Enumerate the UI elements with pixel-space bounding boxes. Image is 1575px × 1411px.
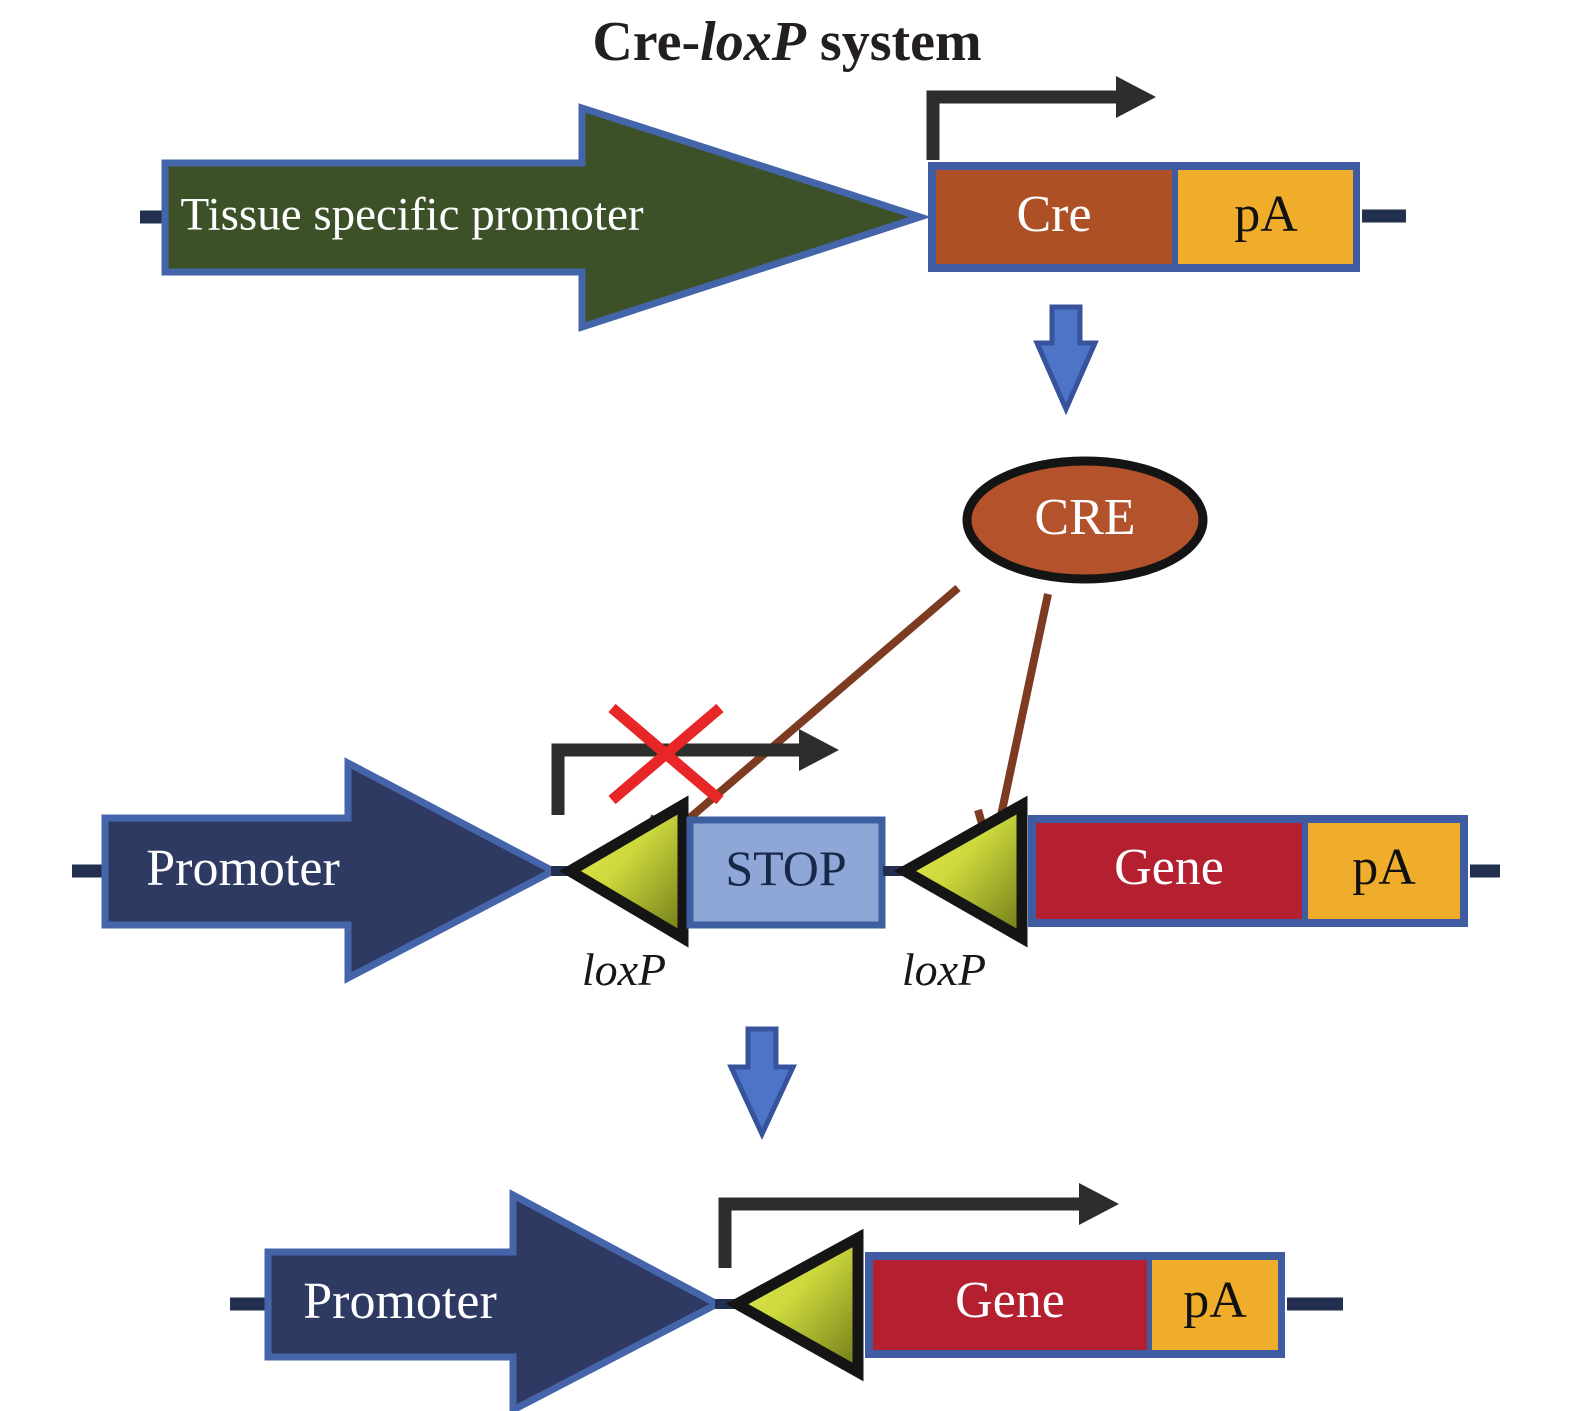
promoter-arrow-recombined — [264, 1189, 725, 1411]
stop-cassette-box — [686, 816, 886, 929]
cre-polya-box — [1178, 170, 1353, 264]
tissue-specific-promoter-arrow — [161, 103, 932, 332]
cre-protein-ellipse — [962, 456, 1208, 584]
cre-gene-box — [936, 170, 1172, 264]
polya-label-recombined: pA — [1183, 1271, 1247, 1329]
blocked-x-stroke-2 — [608, 703, 724, 805]
title-part-cre: Cre- — [592, 10, 701, 73]
transcription-arrowhead-active — [1079, 1183, 1119, 1225]
polya-label-floxed: pA — [1352, 838, 1416, 896]
transcription-arrowhead-blocked — [799, 729, 839, 771]
transcription-arrowhead-top — [1116, 76, 1156, 118]
gene-label-floxed: Gene — [1114, 838, 1224, 896]
cre-polya-label: pA — [1234, 185, 1298, 243]
polya-box-recombined — [1152, 1260, 1278, 1350]
loxp-right-label: loxP — [901, 944, 987, 996]
title-part-loxp: loxP — [700, 10, 806, 73]
stop-label: STOP — [725, 840, 847, 896]
promoter-arrow-floxed — [101, 757, 561, 984]
loxp-left-label: loxP — [581, 944, 667, 996]
polya-box-floxed — [1308, 823, 1460, 919]
process-arrow-recombination — [727, 1026, 797, 1140]
gene-box-floxed — [1036, 823, 1302, 919]
transcription-arrow-active — [718, 1197, 1083, 1268]
transcription-arrow-top — [926, 90, 1120, 160]
cre-gene-label: Cre — [1016, 185, 1092, 243]
loxp-site-recombined-triangle — [725, 1228, 864, 1382]
cre-protein-label: CRE — [1034, 488, 1136, 546]
title-part-system: system — [805, 10, 982, 73]
diagram-title: Cre-loxP system — [592, 14, 981, 70]
transcription-arrow-blocked — [551, 743, 803, 815]
loxp-site-left-triangle — [559, 795, 689, 948]
gene-box-recombined — [873, 1260, 1147, 1350]
process-arrow-expression — [1033, 304, 1099, 416]
promoter-label-recombined: Promoter — [303, 1272, 497, 1330]
tissue-specific-promoter-label: Tissue specific promoter — [180, 188, 644, 241]
gene-label-recombined: Gene — [955, 1271, 1065, 1329]
loxp-site-right-triangle — [893, 795, 1028, 948]
promoter-label-floxed: Promoter — [146, 839, 340, 897]
